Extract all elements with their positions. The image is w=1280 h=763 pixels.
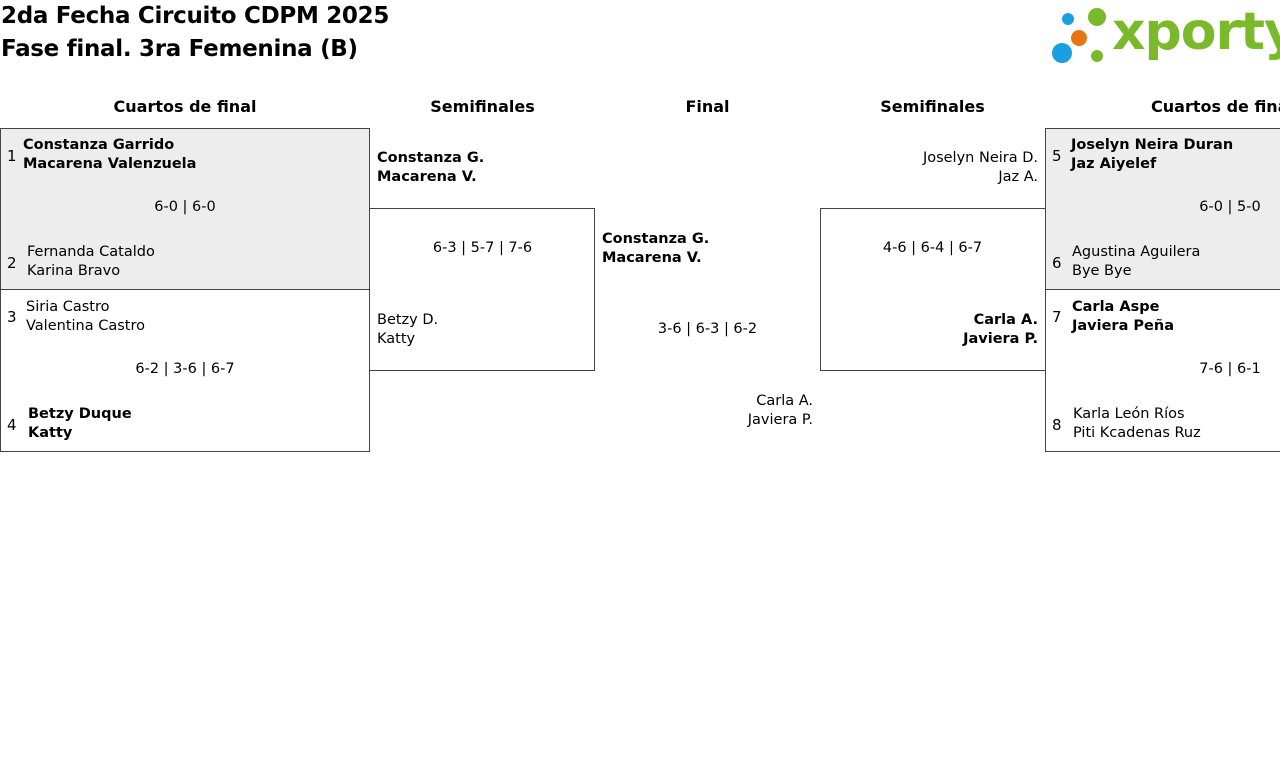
- player-name: Agustina Aguilera: [1072, 244, 1201, 260]
- match-score: 6-3 | 5-7 | 7-6: [432, 240, 533, 256]
- player-name: Fernanda Cataldo: [27, 244, 155, 260]
- player-name: Macarena V.: [377, 169, 477, 185]
- team-sf2-top: Joselyn Neira D. Jaz A.: [820, 149, 1038, 187]
- page-subtitle: Fase final. 3ra Femenina (B): [1, 36, 358, 62]
- player-name: Jaz A.: [998, 169, 1038, 185]
- team-qf1-bottom: Fernanda Cataldo Karina Bravo: [27, 243, 155, 281]
- round-header-left-semis: Semifinales: [430, 97, 535, 116]
- team-qf4-top: Carla Aspe Javiera Peña: [1072, 298, 1174, 336]
- match-score: 6-0 | 6-0: [154, 199, 216, 215]
- player-name: Carla A.: [973, 312, 1038, 328]
- player-name: Joselyn Neira Duran: [1071, 137, 1234, 153]
- team-qf3-bottom: Agustina Aguilera Bye Bye: [1072, 243, 1200, 281]
- seed-number: 1: [7, 147, 17, 165]
- seed-number: 7: [1052, 308, 1062, 326]
- round-header-left-quarters: Cuartos de final: [113, 97, 257, 116]
- player-name: Piti Kcadenas Ruz: [1073, 425, 1201, 441]
- player-name: Constanza G.: [377, 150, 485, 166]
- player-name: Bye Bye: [1072, 263, 1132, 279]
- player-name: Carla A.: [756, 393, 813, 409]
- round-header-right-semis: Semifinales: [880, 97, 985, 116]
- player-name: Siria Castro: [26, 299, 110, 315]
- xporty-logo[interactable]: xporty: [1050, 2, 1280, 68]
- player-name: Macarena Valenzuela: [23, 156, 197, 172]
- seed-number: 5: [1052, 147, 1062, 165]
- player-name: Jaz Aiyelef: [1071, 156, 1157, 172]
- seed-number: 8: [1052, 416, 1062, 434]
- match-score: 6-2 | 3-6 | 6-7: [135, 361, 235, 377]
- player-name: Javiera P.: [963, 331, 1038, 347]
- team-qf3-top: Joselyn Neira Duran Jaz Aiyelef: [1071, 136, 1233, 174]
- match-sf1[interactable]: [369, 208, 595, 371]
- player-name: Javiera P.: [747, 412, 813, 428]
- player-name: Katty: [28, 425, 73, 441]
- team-qf2-top: Siria Castro Valentina Castro: [26, 298, 145, 336]
- player-name: Macarena V.: [602, 250, 702, 266]
- player-name: Constanza G.: [602, 231, 710, 247]
- team-final-top: Constanza G. Macarena V.: [602, 230, 709, 268]
- round-header-final: Final: [685, 97, 730, 116]
- match-qf4[interactable]: [1045, 289, 1280, 452]
- team-qf4-bottom: Karla León Ríos Piti Kcadenas Ruz: [1073, 405, 1201, 443]
- player-name: Karina Bravo: [27, 263, 121, 279]
- match-score: 4-6 | 6-4 | 6-7: [882, 240, 983, 256]
- match-score: 6-0 | 5-0: [1199, 199, 1261, 215]
- player-name: Carla Aspe: [1072, 299, 1160, 315]
- player-name: Betzy D.: [377, 312, 439, 328]
- page-title: 2da Fecha Circuito CDPM 2025: [1, 3, 390, 29]
- player-name: Katty: [377, 331, 416, 347]
- round-header-right-quarters: Cuartos de final: [1151, 97, 1280, 116]
- team-sf1-top: Constanza G. Macarena V.: [377, 149, 484, 187]
- match-qf1[interactable]: [0, 128, 370, 290]
- team-qf1-top: Constanza Garrido Macarena Valenzuela: [23, 136, 196, 174]
- team-qf2-bottom: Betzy Duque Katty: [28, 405, 132, 443]
- team-sf2-bottom: Carla A. Javiera P.: [820, 311, 1038, 349]
- seed-number: 6: [1052, 254, 1062, 272]
- team-sf1-bottom: Betzy D. Katty: [377, 311, 438, 349]
- match-score: 7-6 | 6-1: [1199, 361, 1261, 377]
- player-name: Javiera Peña: [1072, 318, 1174, 334]
- seed-number: 3: [7, 308, 17, 326]
- final-score: 3-6 | 6-3 | 6-2: [657, 321, 758, 337]
- seed-number: 2: [7, 254, 17, 272]
- logo-text: xporty: [1112, 2, 1280, 62]
- seed-number: 4: [7, 416, 17, 434]
- team-final-bottom: Carla A. Javiera P.: [595, 392, 813, 430]
- player-name: Valentina Castro: [26, 318, 145, 334]
- player-name: Betzy Duque: [28, 406, 132, 422]
- xporty-logo-mark: [1052, 8, 1106, 63]
- player-name: Joselyn Neira D.: [922, 150, 1038, 166]
- player-name: Karla León Ríos: [1073, 406, 1185, 422]
- player-name: Constanza Garrido: [23, 137, 175, 153]
